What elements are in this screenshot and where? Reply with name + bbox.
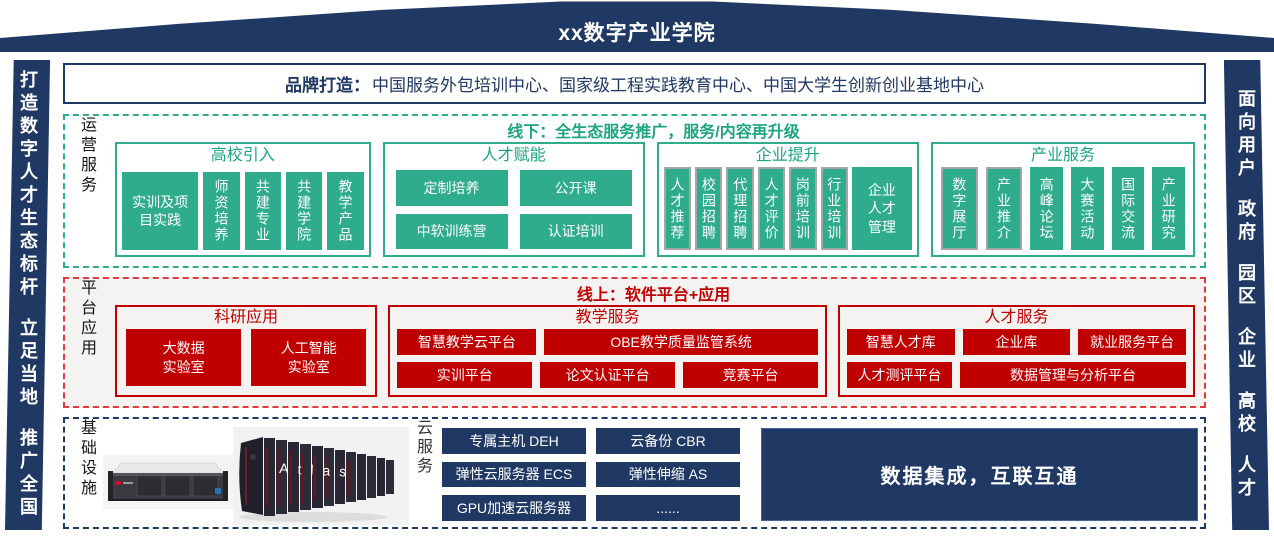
cloud-chip: 弹性伸缩 AS xyxy=(596,461,740,488)
online-side-label: 平台应用 xyxy=(78,279,95,359)
group-title: 产业服务 xyxy=(1030,147,1095,164)
chip: 大赛活动 xyxy=(1070,167,1104,250)
infrastructure-section: 基础设施 xyxy=(63,417,1206,529)
group-teaching-services: 教学服务 智慧教学云平台 OBE教学质量监管系统 实训平台 论文认证平台 竞赛平… xyxy=(388,305,827,397)
brand-bar: 品牌打造： 中国服务外包培训中心、国家级工程实践教育中心、中国大学生创新创业基地… xyxy=(63,63,1206,104)
offline-services-section: 运营服务 线下：全生态服务推广，服务/内容再升级 高校引入 实训及项目实践 师资… xyxy=(63,114,1206,268)
chip-row: 人才测评平台 数据管理与分析平台 xyxy=(846,362,1187,388)
chip: 智慧人才库 xyxy=(846,329,955,355)
chip: 师资培养 xyxy=(203,172,240,250)
group-talent-services: 人才服务 智慧人才库 企业库 就业服务平台 人才测评平台 数据管理与分析平台 xyxy=(837,305,1196,397)
offline-groups: 高校引入 实训及项目实践 师资培养 共建专业 共建学院 教学产品 人才赋能 定制… xyxy=(115,142,1195,257)
online-section-title: 线上：软件平台+应用 xyxy=(576,287,731,304)
chip: 校园招聘 xyxy=(695,167,723,250)
group-talent-enable: 人才赋能 定制培养 公开课 中软训练营 认证培训 xyxy=(382,142,645,257)
right-pillar-text-6: 人才 xyxy=(1236,455,1256,501)
chip: 竞赛平台 xyxy=(683,362,818,388)
left-pillar-text-3: 推广全国 xyxy=(18,428,38,520)
chip: 大数据 实验室 xyxy=(126,329,242,386)
group-title: 人才服务 xyxy=(984,309,1049,326)
group-research-apps: 科研应用 大数据 实验室 人工智能 实验室 xyxy=(115,305,378,397)
chip: 代理招聘 xyxy=(726,167,754,250)
left-pillar: 打造数字人才生态标杆 立足当地 推广全国 xyxy=(5,60,51,530)
chip: 产业推介 xyxy=(985,167,1023,250)
right-pillar: 面向用户 政府 园区 企业 高校 人才 xyxy=(1223,60,1269,530)
cloud-chip: ...... xyxy=(596,495,740,521)
group-enterprise-boost: 企业提升 人才推荐 校园招聘 代理招聘 人才评价 岗前培训 行业培训 企业人才管… xyxy=(656,142,919,257)
group-title: 科研应用 xyxy=(214,309,279,326)
chip: 人才评价 xyxy=(757,167,786,250)
group-body: 数字展厅 产业推介 高峰论坛 大赛活动 国际交流 产业研究 xyxy=(938,167,1188,250)
group-body: 大数据 实验室 人工智能 实验室 xyxy=(124,329,368,388)
atlas-server-cluster-image: Atlas xyxy=(233,427,409,525)
group-title: 教学服务 xyxy=(575,309,640,326)
brand-text: 中国服务外包培训中心、国家级工程实践教育中心、中国大学生创新创业基地中心 xyxy=(372,76,984,95)
group-body: 智慧人才库 企业库 就业服务平台 人才测评平台 数据管理与分析平台 xyxy=(846,329,1187,388)
page-title: xx数字产业学院 xyxy=(558,22,716,45)
chip: 岗前培训 xyxy=(789,167,817,250)
brand-label: 品牌打造： xyxy=(285,76,370,95)
cloud-services-grid: 专属主机 DEH 云备份 CBR 弹性云服务器 ECS 弹性伸缩 AS GPU加… xyxy=(442,428,740,521)
left-pillar-text-2: 立足当地 xyxy=(18,318,38,410)
chip: 认证培训 xyxy=(519,213,632,249)
chip: 就业服务平台 xyxy=(1078,329,1187,355)
data-integration-box: 数据集成，互联互通 xyxy=(761,428,1198,521)
right-pillar-text-1: 面向用户 xyxy=(1236,89,1256,181)
group-body: 实训及项目实践 师资培养 共建专业 共建学院 教学产品 xyxy=(122,172,364,250)
chip: 智慧教学云平台 xyxy=(397,329,537,355)
chip: 数字展厅 xyxy=(940,167,978,250)
group-university-intro: 高校引入 实训及项目实践 师资培养 共建专业 共建学院 教学产品 xyxy=(115,142,371,257)
right-pillar-text-2: 政府 xyxy=(1236,199,1256,245)
chip-row: 智慧教学云平台 OBE教学质量监管系统 xyxy=(397,329,818,355)
cloud-chip: GPU加速云服务器 xyxy=(442,495,586,521)
chip: 实训及项目实践 xyxy=(122,172,199,250)
group-industry-services: 产业服务 数字展厅 产业推介 高峰论坛 大赛活动 国际交流 产业研究 xyxy=(930,142,1195,257)
rack-server-image xyxy=(103,455,233,509)
chip-row: 实训平台 论文认证平台 竞赛平台 xyxy=(397,362,818,388)
chip: 人工智能 实验室 xyxy=(251,329,367,386)
infra-side-label: 基础设施 xyxy=(78,419,95,499)
chip: 公开课 xyxy=(519,170,632,206)
right-pillar-text-5: 高校 xyxy=(1236,391,1256,437)
cloud-chip: 弹性云服务器 ECS xyxy=(442,461,586,488)
group-title: 企业提升 xyxy=(755,147,820,164)
chip: 中软训练营 xyxy=(395,213,508,249)
left-pillar-text-1: 打造数字人才生态标杆 xyxy=(18,70,38,300)
chip: 高峰论坛 xyxy=(1030,167,1063,250)
group-body: 智慧教学云平台 OBE教学质量监管系统 实训平台 论文认证平台 竞赛平台 xyxy=(397,329,818,388)
group-body: 人才推荐 校园招聘 代理招聘 人才评价 岗前培训 行业培训 企业人才管理 xyxy=(663,167,912,250)
chip: 教学产品 xyxy=(327,172,364,250)
group-body: 定制培养 公开课 中软训练营 认证培训 xyxy=(390,167,638,250)
right-pillar-text-3: 园区 xyxy=(1236,263,1256,309)
cloud-chip: 专属主机 DEH xyxy=(442,428,586,454)
chip: 数据管理与分析平台 xyxy=(960,362,1187,388)
chip: 企业库 xyxy=(962,329,1071,355)
right-pillar-text-4: 企业 xyxy=(1236,327,1256,373)
chip: 共建专业 xyxy=(244,172,281,250)
group-title: 人才赋能 xyxy=(481,147,546,164)
chip: 人才测评平台 xyxy=(846,362,953,388)
chip: 论文认证平台 xyxy=(540,362,676,388)
chip: 行业培训 xyxy=(820,167,848,250)
chip: 企业人才管理 xyxy=(851,167,912,250)
chip: 定制培养 xyxy=(395,170,508,206)
chip: 人才推荐 xyxy=(663,167,692,250)
cloud-chip: 云备份 CBR xyxy=(596,428,740,454)
online-groups: 科研应用 大数据 实验室 人工智能 实验室 教学服务 智慧教学云平台 OBE教学… xyxy=(115,305,1196,397)
offline-section-title: 线下：全生态服务推广，服务/内容再升级 xyxy=(507,124,800,141)
chip: 产业研究 xyxy=(1152,167,1186,250)
online-platform-section: 平台应用 线上：软件平台+应用 科研应用 大数据 实验室 人工智能 实验室 教学… xyxy=(63,277,1206,408)
offline-side-label: 运营服务 xyxy=(78,116,95,196)
cloud-services-label: 云服务 xyxy=(414,419,431,476)
chip: 共建学院 xyxy=(285,172,323,250)
chip-row: 智慧人才库 企业库 就业服务平台 xyxy=(846,329,1187,355)
chip: OBE教学质量监管系统 xyxy=(544,329,818,355)
group-title: 高校引入 xyxy=(210,147,275,164)
chip: 国际交流 xyxy=(1111,167,1145,250)
chip: 实训平台 xyxy=(397,362,533,388)
atlas-label: Atlas xyxy=(279,460,356,480)
